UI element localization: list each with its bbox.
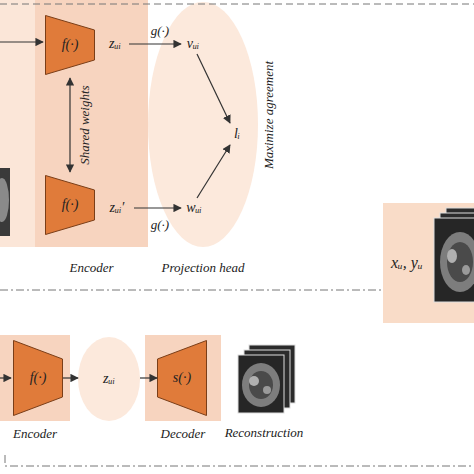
node-text: f(·) [62, 198, 79, 212]
node-text: f(·) [30, 371, 47, 385]
latent-ellipse: zᵤᵢ [78, 337, 140, 421]
function-label: g(·) [151, 24, 169, 37]
node-shape [46, 16, 95, 75]
data-box: xᵤ, yᵤ [383, 203, 474, 323]
latent-label: zᵤᵢ [109, 37, 121, 51]
projection-label: vᵤᵢ [187, 37, 200, 51]
node-text: Decoder [161, 427, 206, 440]
input-panel [0, 0, 36, 247]
node-text: Encoder [69, 261, 113, 274]
loss-label: lᵢ [234, 127, 240, 141]
encoder-panel: Encoderf(·) [0, 335, 70, 421]
encoder-block: f(·) [13, 340, 63, 416]
objective-label: Maximize agreement [262, 61, 275, 169]
input-image-detail [0, 178, 9, 222]
input-image-fragment [0, 168, 10, 236]
decoder-block: s(·) [157, 340, 207, 416]
decoder-panel: Decoders(·) [145, 335, 221, 421]
node-shape [78, 337, 140, 421]
frame-dashed-line [5, 455, 474, 466]
encoder-block: f(·) [45, 15, 95, 75]
frame-dashed-line [0, 290, 383, 291]
reconstruction-image-stack [238, 345, 295, 413]
edge-label: Shared weights [78, 85, 91, 164]
latent-label: zᵤᵢ′ [110, 201, 125, 215]
node-shape [14, 341, 63, 416]
encoder-block: f(·) [45, 175, 95, 235]
projection-head: Projection head [148, 2, 258, 247]
node-outline [148, 2, 258, 247]
function-label: g(·) [151, 218, 169, 231]
section-label: Reconstruction [225, 426, 304, 439]
node-text: xᵤ, yᵤ [391, 255, 423, 271]
encoder-panel: Encoderf(·)f(·) [35, 0, 148, 247]
node-text: zᵤᵢ [103, 372, 115, 386]
node-shape [148, 2, 258, 247]
node-text: f(·) [62, 38, 79, 52]
node-text: Projection head [162, 261, 245, 274]
node-shape [46, 176, 95, 235]
node-text: s(·) [173, 371, 191, 385]
node-shape [158, 341, 207, 416]
node-text: Encoder [13, 427, 57, 440]
projection-label: wᵤᵢ [186, 201, 202, 215]
